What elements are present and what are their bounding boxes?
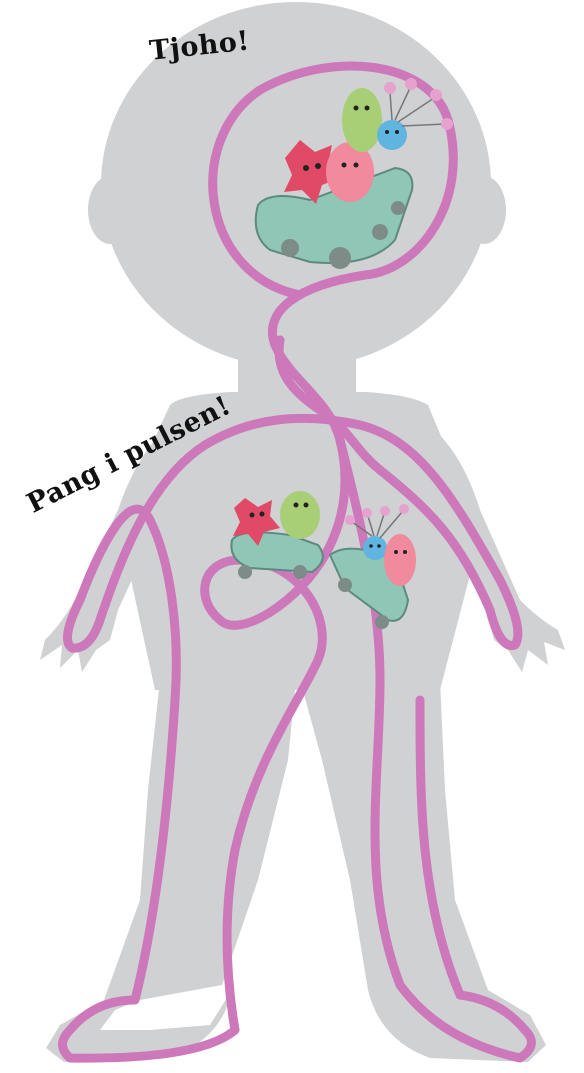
body-illustration: [0, 0, 584, 1073]
illustration-stage: Tjoho! Pang i pulsen!: [0, 0, 584, 1073]
